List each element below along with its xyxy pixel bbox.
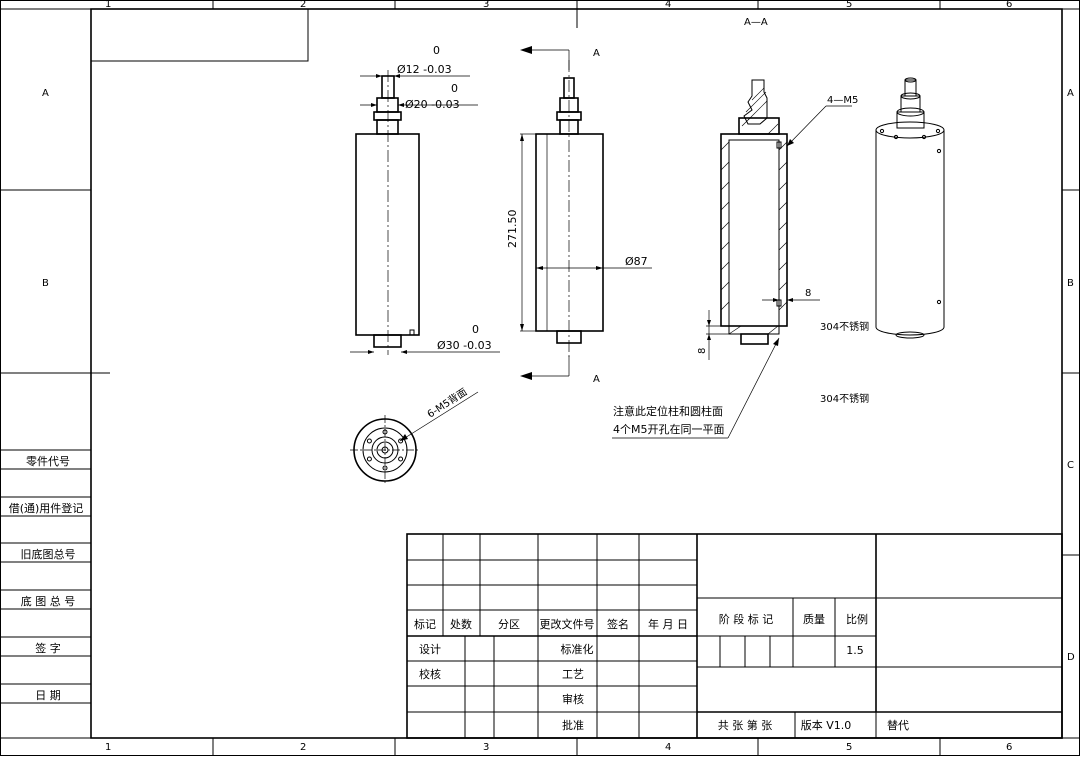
material-label: 304不锈钢 xyxy=(820,320,869,333)
col-label-bottom: 1 xyxy=(105,742,111,753)
dim-d12: Ø12 -0.03 xyxy=(397,63,452,76)
title-block: 标记 处数 分区 更改文件号 签名 年 月 日 设计 标准化 校核 工艺 审核 … xyxy=(406,533,1063,739)
dim-wall: 8 xyxy=(805,288,811,299)
tb-sheet-count: 共 张 第 张 xyxy=(718,718,773,732)
tb-header: 标记 xyxy=(414,617,436,631)
dim-d20: Ø20 -0.03 xyxy=(405,98,460,111)
material-label: 304不锈钢 xyxy=(820,392,869,405)
column-labels: 1 2 3 4 5 6 1 2 3 4 5 6 xyxy=(105,0,1012,753)
isometric-view: 304不锈钢 304不锈钢 xyxy=(820,77,945,405)
row-label-left: B xyxy=(42,278,49,289)
col-label-top: 6 xyxy=(1006,0,1012,10)
dim-d87: Ø87 xyxy=(625,255,648,268)
strip-label: 零件代号 xyxy=(26,455,70,468)
col-label-top: 2 xyxy=(300,0,306,10)
dim-upper: 0 xyxy=(433,44,440,57)
col-label-top: 3 xyxy=(483,0,489,10)
col-label-top: 5 xyxy=(846,0,852,10)
note-line: 4个M5开孔在同一平面 xyxy=(613,423,725,436)
front-view: 0 Ø12 -0.03 0 Ø20 -0.03 0 Ø30 -0.03 xyxy=(350,44,500,355)
dim-upper: 0 xyxy=(472,323,479,336)
row-label-left: A xyxy=(42,88,49,99)
tb-header: 签名 xyxy=(607,617,629,631)
tb-scale-label: 比例 xyxy=(846,612,868,626)
col-label-top: 4 xyxy=(665,0,671,10)
section-view: A—A xyxy=(612,17,858,439)
note-line: 注意此定位柱和圆柱面 xyxy=(613,404,723,418)
tb-header: 年 月 日 xyxy=(648,617,688,631)
tb-replace: 替代 xyxy=(887,718,909,732)
col-label-bottom: 6 xyxy=(1006,742,1012,753)
tb-version: 版本 V1.0 xyxy=(801,718,852,732)
end-view: 6-M5背面 xyxy=(350,385,479,485)
tb-row-label: 设计 xyxy=(419,643,441,656)
side-view: 271.50 Ø87 A A xyxy=(506,46,652,385)
section-marker: A xyxy=(593,48,600,59)
strip-label: 借(通)用件登记 xyxy=(9,501,84,515)
tb-row-label: 工艺 xyxy=(562,668,584,681)
tb-weight-label: 质量 xyxy=(803,613,825,626)
col-label-bottom: 2 xyxy=(300,742,306,753)
row-labels: A B A B C D xyxy=(42,88,1075,663)
left-registration-strip: 零件代号 借(通)用件登记 旧底图总号 底 图 总 号 签 字 日 期 xyxy=(0,449,91,704)
col-label-bottom: 5 xyxy=(846,742,852,753)
col-label-bottom: 3 xyxy=(483,742,489,753)
tb-header: 处数 xyxy=(450,618,472,631)
wall-hatch xyxy=(720,117,788,311)
tb-row-label: 审核 xyxy=(562,692,584,706)
tb-scale-value: 1.5 xyxy=(846,644,864,657)
tb-row-label: 校核 xyxy=(419,667,441,681)
tb-header: 分区 xyxy=(498,618,520,631)
dim-holes-top: 4—M5 xyxy=(827,95,858,106)
row-label-right: B xyxy=(1067,278,1074,289)
section-marker: A xyxy=(593,374,600,385)
strip-label: 签 字 xyxy=(35,641,61,655)
row-label-right: D xyxy=(1067,652,1075,663)
row-label-right: C xyxy=(1067,460,1074,471)
row-label-right: A xyxy=(1067,88,1074,99)
col-label-bottom: 4 xyxy=(665,742,671,753)
tb-header: 更改文件号 xyxy=(540,617,595,631)
dim-holes-bottom: 6-M5背面 xyxy=(425,385,470,420)
section-title: A—A xyxy=(744,17,768,28)
dim-length: 271.50 xyxy=(506,210,519,249)
strip-label: 日 期 xyxy=(35,689,61,702)
dim-bottom: 8 xyxy=(697,348,708,354)
tb-row-label: 批准 xyxy=(562,718,584,732)
strip-label: 底 图 总 号 xyxy=(21,594,76,608)
strip-label: 旧底图总号 xyxy=(21,547,76,561)
dim-upper: 0 xyxy=(451,82,458,95)
col-label-top: 1 xyxy=(105,0,111,10)
tb-row-label: 标准化 xyxy=(561,642,594,656)
dim-d30: Ø30 -0.03 xyxy=(437,339,492,352)
tb-stage-label: 阶 段 标 记 xyxy=(719,612,774,626)
